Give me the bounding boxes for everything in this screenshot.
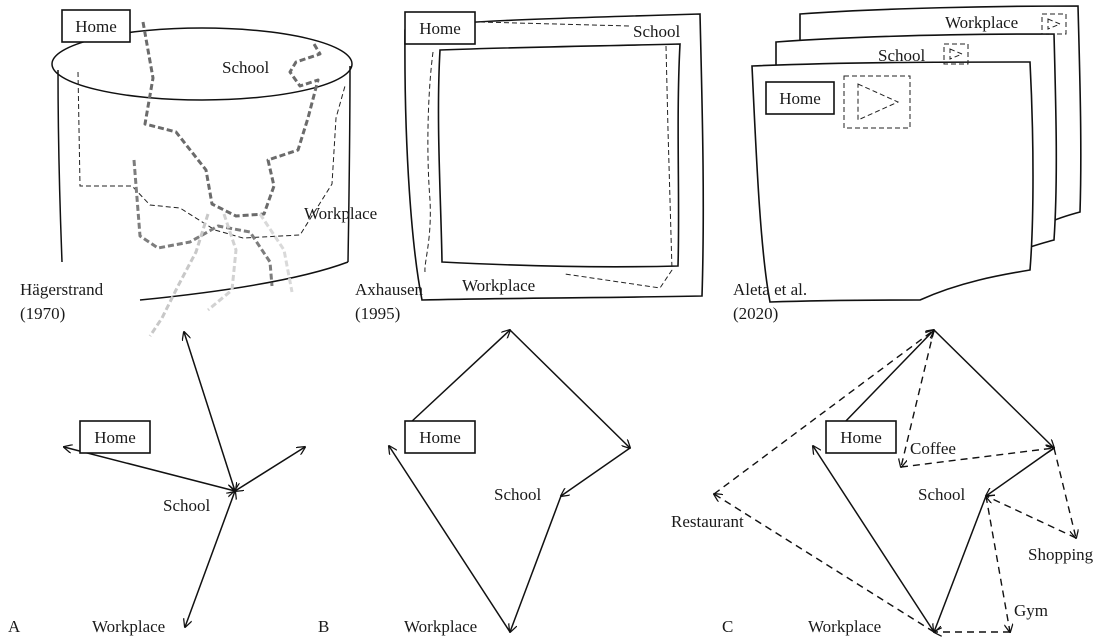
school-trip-icon [949, 48, 964, 60]
edge-school-workplace [185, 491, 235, 627]
home-label: Home [419, 428, 461, 447]
citation-year: (1995) [355, 304, 400, 323]
citation-name: Hägerstrand [20, 280, 104, 299]
path-left [424, 51, 434, 273]
trajectory-trail-light-3 [258, 213, 294, 293]
workplace-label: Workplace [945, 13, 1018, 32]
citation-year: (1970) [20, 304, 65, 323]
edge-school-gym [985, 495, 1010, 632]
edge-shopping-school [986, 496, 1077, 539]
panel-a-hub-network: Home School Workplace A [8, 332, 305, 636]
workplace-trip-icon [1047, 18, 1062, 30]
school-label: School [633, 22, 681, 41]
home-box [61, 9, 131, 43]
citation-year: (2020) [733, 304, 778, 323]
citation-name: Aleta et al. [733, 280, 807, 299]
panel-c-activity-network: Home Coffee School Restaurant Shopping G… [671, 330, 1094, 636]
home-box [825, 420, 897, 454]
edge-workplace-home [389, 446, 511, 633]
edge-school-north [184, 332, 235, 491]
trajectory-trail-light [148, 213, 210, 337]
edge-school-east [235, 447, 305, 491]
cylinder-top-ellipse [51, 27, 353, 101]
home-box [404, 420, 476, 454]
trajectory-thin-dashed [77, 71, 346, 239]
home-label: Home [75, 17, 117, 36]
workplace-label: Workplace [808, 617, 881, 636]
workplace-label: Workplace [92, 617, 165, 636]
school-label: School [222, 58, 270, 77]
panel-c-layered-pages: Workplace School Home Aleta et al. (2020… [733, 5, 1082, 323]
edge-workplace-restaurant [714, 494, 935, 633]
edge-home-north [409, 330, 510, 424]
edge-workplace-home [813, 446, 935, 633]
panel-b-activity-frame: Home School Workplace Axhausen (1995) [355, 11, 705, 323]
edge-north-east [509, 329, 630, 448]
home-label: Home [94, 428, 136, 447]
panel-label: C [722, 617, 733, 636]
home-box [79, 420, 151, 454]
page-home [751, 61, 1034, 303]
edge-east-school [986, 447, 1055, 496]
home-trip-box [843, 75, 911, 129]
school-label: School [878, 46, 926, 65]
path-right [564, 45, 673, 289]
gym-label: Gym [1014, 601, 1048, 620]
path-top [479, 21, 631, 27]
edge-restaurant-north [713, 330, 934, 495]
school-label: School [918, 485, 966, 504]
home-trip-icon [857, 83, 900, 121]
edge-school-workplace [510, 495, 562, 632]
panel-b-tour-loop: Home School Workplace B [318, 330, 630, 636]
home-box [765, 81, 835, 115]
edge-school-workplace [934, 495, 987, 632]
restaurant-label: Restaurant [671, 512, 744, 531]
cylinder-right-wall [347, 65, 351, 263]
panel-a-space-time-cylinder: Home School Workplace Hägerstrand (1970) [20, 9, 377, 337]
edge-east-school [561, 447, 631, 496]
school-label: School [494, 485, 542, 504]
panel-label: B [318, 617, 329, 636]
home-label: Home [419, 19, 461, 38]
home-label: Home [779, 89, 821, 108]
coffee-label: Coffee [910, 439, 956, 458]
workplace-trip-box [1041, 13, 1067, 35]
inner-frame [437, 43, 681, 268]
trajectory-trail-dark [141, 21, 322, 218]
edge-coffee-east [900, 448, 1054, 468]
trajectory-trail-mid [132, 159, 274, 287]
edge-school-home [64, 447, 235, 491]
panel-label: A [8, 617, 21, 636]
cylinder-bottom-curve [139, 261, 349, 301]
school-label: School [163, 496, 211, 515]
citation-name: Axhausen [355, 280, 423, 299]
home-box [404, 11, 476, 45]
shopping-label: Shopping [1028, 545, 1094, 564]
workplace-label: Workplace [304, 204, 377, 223]
school-trip-box [943, 43, 969, 65]
cylinder-left-wall [57, 69, 63, 263]
trajectory-trail-light-2 [207, 213, 238, 312]
edge-home-north [842, 330, 934, 425]
edge-east-shopping [1053, 447, 1076, 538]
edge-north-east [933, 329, 1054, 448]
home-label: Home [840, 428, 882, 447]
workplace-label: Workplace [404, 617, 477, 636]
workplace-label: Workplace [462, 276, 535, 295]
